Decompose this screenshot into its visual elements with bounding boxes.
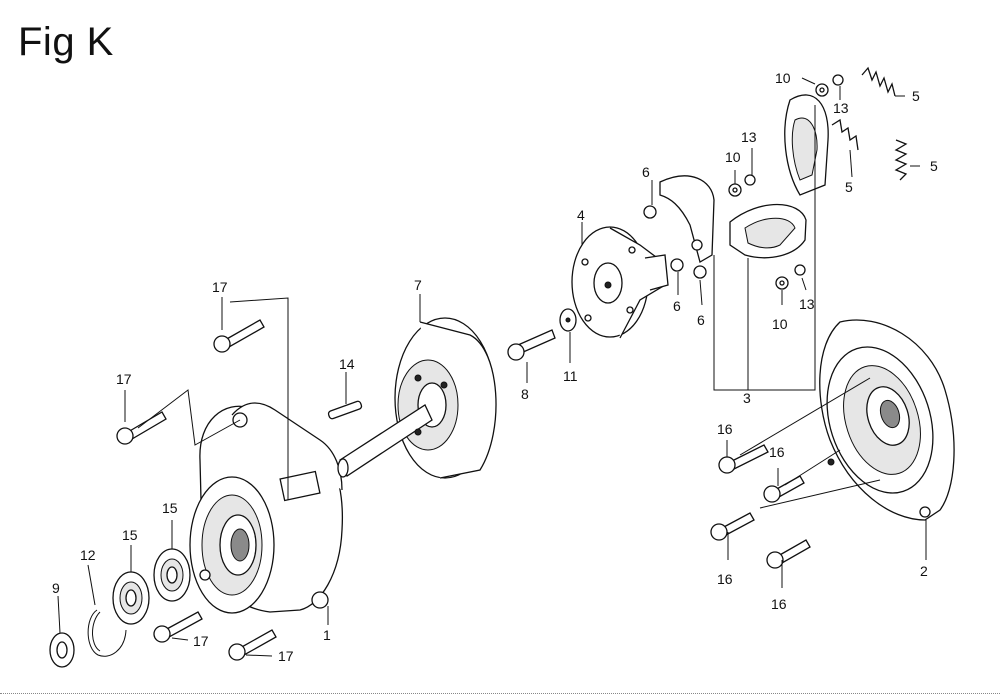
callout-5-top: 5 <box>912 88 920 104</box>
callout-7: 7 <box>414 277 422 293</box>
washer-part-10-b <box>728 183 742 197</box>
clutch-plate-part-4 <box>571 226 669 339</box>
callout-13-b: 13 <box>741 129 757 145</box>
callout-6-b: 6 <box>673 298 681 314</box>
callout-10-b: 10 <box>725 149 741 165</box>
bolt-part-16-a <box>718 444 769 474</box>
washer-part-13-b <box>744 174 756 186</box>
washer-part-13-a <box>832 74 844 86</box>
key-part-14 <box>327 400 363 420</box>
clutch-drum-part-7 <box>337 317 497 479</box>
callout-17-c: 17 <box>193 633 209 649</box>
callout-labels: 1 2 3 4 5 5 5 6 6 6 7 8 9 10 10 10 11 12… <box>52 70 938 664</box>
callout-11: 11 <box>563 368 578 384</box>
callout-17-a: 17 <box>212 279 228 295</box>
nut-part-6-c <box>693 265 707 279</box>
callout-13-c: 13 <box>799 296 815 312</box>
bolt-part-16-c <box>710 512 755 541</box>
bearing-part-15-b <box>112 571 150 625</box>
nut-part-6-b <box>670 258 684 272</box>
callout-16-a: 16 <box>717 421 733 437</box>
clutch-shoe-upper-part-3 <box>659 175 715 263</box>
callout-15-a: 15 <box>162 500 178 516</box>
callout-13-a: 13 <box>833 100 849 116</box>
bolt-part-8 <box>507 329 556 361</box>
bolt-part-17-a <box>213 319 265 353</box>
nut-part-6-a <box>643 205 657 219</box>
callout-1: 1 <box>323 627 331 643</box>
bolt-part-17-c <box>153 611 203 643</box>
spring-part-5-right <box>894 139 908 181</box>
callout-2: 2 <box>920 563 928 579</box>
bottom-border <box>0 693 1000 694</box>
circlip-part-12 <box>87 609 127 657</box>
callout-16-d: 16 <box>771 596 787 612</box>
bearing-part-15-a <box>153 548 191 602</box>
callout-4: 4 <box>577 207 585 223</box>
clutch-shoe-lower-part-3 <box>729 203 807 259</box>
bolt-part-16-b <box>763 475 805 503</box>
washer-part-10-c <box>775 276 789 290</box>
callout-12: 12 <box>80 547 96 563</box>
nut-part-9 <box>49 632 75 668</box>
callout-16-c: 16 <box>717 571 733 587</box>
washer-part-10-a <box>815 83 829 97</box>
figure-title: Fig K <box>18 20 114 64</box>
housing-part-1 <box>189 402 344 614</box>
clutch-shoe-right-part-3 <box>784 94 829 196</box>
washer-part-13-c <box>794 264 806 276</box>
callout-5-middle: 5 <box>845 179 853 195</box>
callout-16-b: 16 <box>769 444 785 460</box>
callout-17-b: 17 <box>116 371 132 387</box>
bolt-part-17-d <box>228 629 277 661</box>
callout-17-d: 17 <box>278 648 294 664</box>
callout-14: 14 <box>339 356 355 372</box>
bolt-part-16-d <box>766 539 811 569</box>
washer-part-11 <box>559 308 577 332</box>
spring-part-5-top <box>861 66 896 97</box>
callout-5-right: 5 <box>930 158 938 174</box>
callout-6-c: 6 <box>697 312 705 328</box>
spring-part-5-middle <box>831 118 859 151</box>
callout-10-c: 10 <box>772 316 788 332</box>
callout-15-b: 15 <box>122 527 138 543</box>
bolt-part-17-b <box>116 411 167 445</box>
callout-9: 9 <box>52 580 60 596</box>
callout-3: 3 <box>743 390 751 406</box>
rear-cover-part-2 <box>819 319 955 521</box>
callout-8: 8 <box>521 386 529 402</box>
leader-lines <box>57 77 927 657</box>
callout-10-a: 10 <box>775 70 791 86</box>
callout-6-a: 6 <box>642 164 650 180</box>
